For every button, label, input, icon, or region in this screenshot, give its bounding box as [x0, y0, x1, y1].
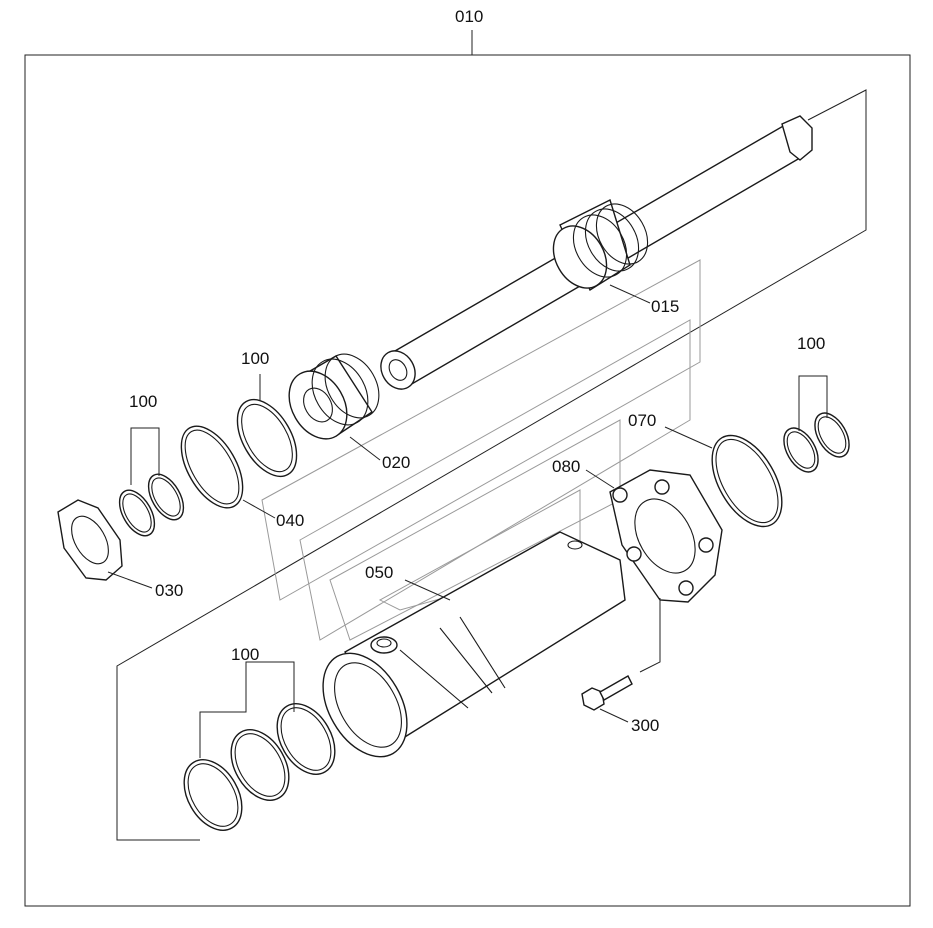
label-040: 040 [276, 511, 304, 530]
lock-washer [57, 499, 123, 581]
label-070: 070 [628, 411, 656, 430]
tube-seal-rings [183, 703, 336, 831]
piston [288, 353, 380, 440]
label-030: 030 [155, 581, 183, 600]
label-300: 300 [631, 716, 659, 735]
flange-bushing [609, 469, 723, 603]
label-080: 080 [552, 457, 580, 476]
label-020: 020 [382, 453, 410, 472]
snap-ring-inner [715, 438, 779, 524]
hex-bolt [581, 675, 633, 711]
rod-seal-rings-right [783, 412, 850, 473]
assembly-bracket [116, 89, 867, 841]
cylinder-tube [322, 531, 626, 758]
label-100-left: 100 [129, 392, 157, 411]
label-100-right: 100 [797, 334, 825, 353]
label-050: 050 [365, 563, 393, 582]
piston-seal-rings [118, 398, 298, 537]
snap-ring [711, 434, 783, 528]
label-100-piston: 100 [241, 349, 269, 368]
leader-lines [107, 284, 828, 758]
watermark-logo [261, 259, 701, 641]
label-100-bottom: 100 [231, 645, 259, 664]
diagram-frame [24, 54, 911, 907]
piston-rod [380, 115, 813, 390]
label-015: 015 [651, 297, 679, 316]
label-010: 010 [455, 7, 483, 26]
